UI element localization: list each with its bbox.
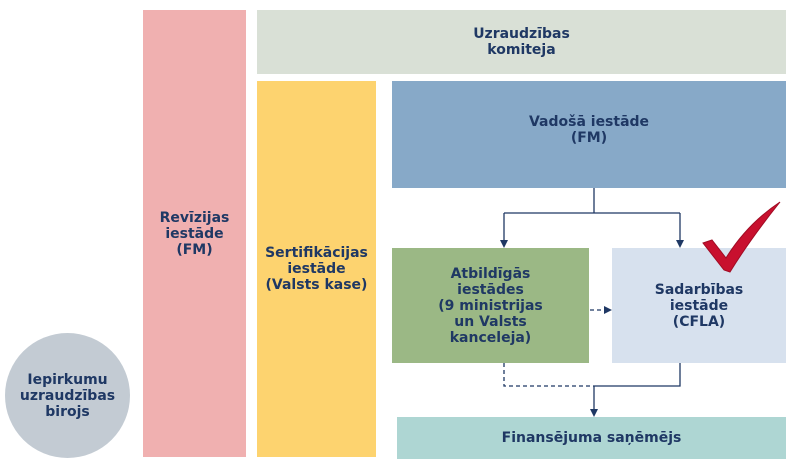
iepirkumu-birojs-circle: Iepirkumu uzraudzības birojs <box>5 333 130 458</box>
vadosa-iestade-box: Vadošā iestāde (FM) <box>392 81 786 188</box>
revizijas-box: Revīzijas iestāde (FM) <box>143 10 246 457</box>
sadarbibas-iestade-box: Sadarbības iestāde (CFLA) <box>612 248 786 363</box>
check-mark-icon <box>702 201 781 273</box>
sertifikacijas-box: Sertifikācijas iestāde (Valsts kase) <box>257 81 376 457</box>
revizijas-label: Revīzijas iestāde (FM) <box>159 209 230 258</box>
uzraudzibas-komiteja-label: Uzraudzības komiteja <box>473 26 570 58</box>
dashed-line-atbildigas-down <box>503 363 594 387</box>
vadosa-iestade-label: Vadošā iestāde (FM) <box>528 114 650 146</box>
sadarbibas-iestade-label: Sadarbības iestāde (CFLA) <box>654 281 744 330</box>
line-sadarbibas-down <box>594 363 681 387</box>
atbildigas-iestades-box: Atbildīgās iestādes (9 ministrijas un Va… <box>392 248 589 363</box>
uzraudzibas-komiteja-box: Uzraudzības komiteja <box>257 10 786 74</box>
sertifikacijas-label: Sertifikācijas iestāde (Valsts kase) <box>265 245 368 293</box>
iepirkumu-birojs-label: Iepirkumu uzraudzības birojs <box>19 371 116 420</box>
atbildigas-iestades-label: Atbildīgās iestādes (9 ministrijas un Va… <box>438 265 543 346</box>
finansejuma-sanemejs-label: Finansējuma saņēmējs <box>501 430 682 446</box>
finansejuma-sanemejs-box: Finansējuma saņēmējs <box>397 417 786 459</box>
